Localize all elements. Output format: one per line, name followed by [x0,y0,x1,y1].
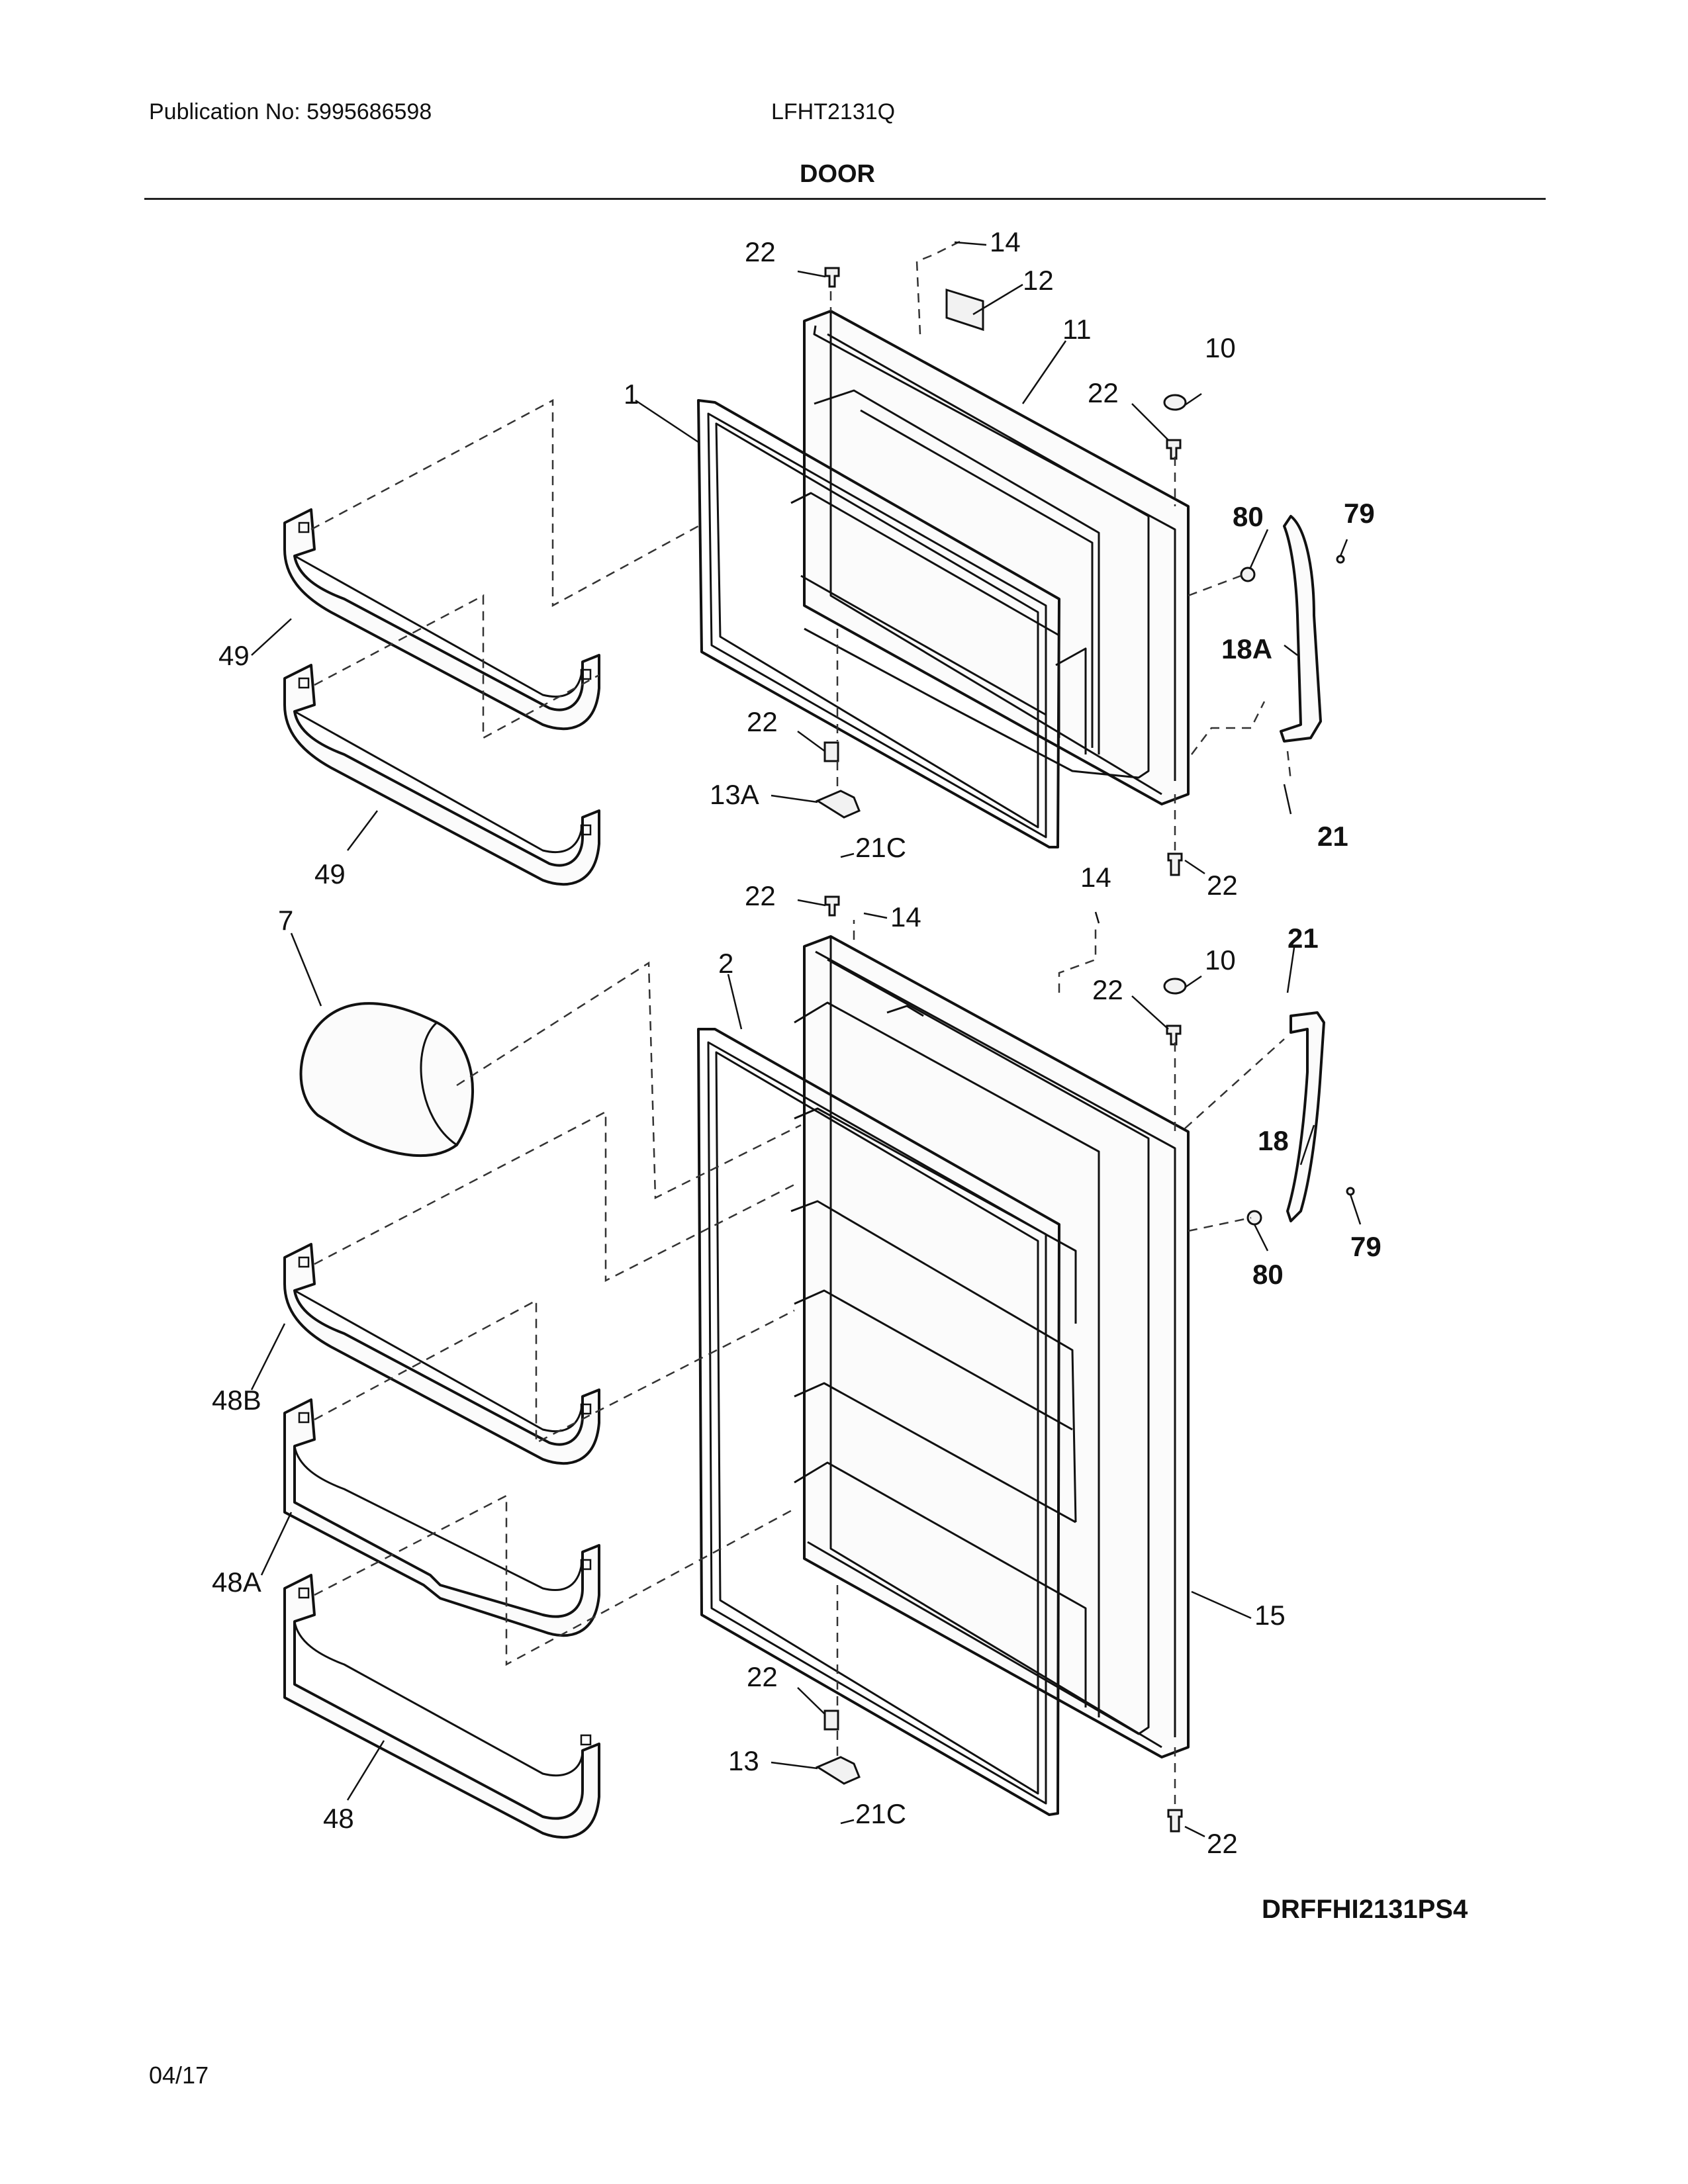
header-rule [144,198,1546,200]
part-label-plate [945,288,984,332]
screw-22 [1166,439,1182,460]
model-number: LFHT2131Q [771,99,896,124]
callout-22: 22 [1088,377,1119,408]
callout-18: 18 [1258,1125,1289,1156]
callout-21: 21 [1288,923,1319,954]
callout-22: 22 [1092,974,1123,1005]
callout-18a: 18A [1221,633,1272,664]
revision-date: 04/17 [149,2062,209,2089]
screw-22 [1167,852,1183,876]
callout-48b: 48B [212,1385,261,1416]
callout-1: 1 [624,379,639,410]
callout-13: 13 [728,1745,759,1776]
callout-21: 21 [1317,821,1348,852]
lower-hinge-13 [815,1756,861,1785]
callout-22: 22 [745,880,776,911]
callout-80: 80 [1252,1259,1284,1290]
bumper-80 [1240,567,1256,582]
callout-11: 11 [1062,314,1092,345]
callout-10: 10 [1205,944,1236,976]
fresh-food-door-gasket [697,1028,1060,1816]
callout-leaders [250,241,1362,1838]
hole-plug [1163,978,1187,995]
section-title: DOOR [800,160,875,188]
callout-48a: 48A [212,1567,261,1598]
door-bin-48b [283,1243,600,1465]
callout-12: 12 [1023,265,1054,296]
screw-79 [1336,555,1345,564]
fresh-food-door-handle [1286,1011,1325,1222]
door-shelf-49-lower [283,664,600,886]
hole-plug [1163,394,1187,411]
fresh-food-door-panel [803,935,1190,1758]
bumper-80 [1246,1210,1262,1226]
callout-14: 14 [1080,862,1111,893]
callout-22: 22 [1207,870,1238,901]
screw-79 [1346,1187,1355,1196]
screw-22 [824,895,840,917]
freezer-door-handle [1280,515,1322,743]
callout-22: 22 [745,236,776,267]
screw-22 [824,267,840,288]
diagram-code: DRFFHI2131PS4 [1262,1895,1468,1924]
callout-labels: 14 12 11 10 22 22 1 80 79 18A 21 22 13A … [212,226,1382,1859]
door-shelf-49-upper [283,508,600,731]
callout-21c: 21C [855,832,906,863]
callout-22: 22 [747,1661,778,1692]
callout-49: 49 [218,640,250,671]
callout-48: 48 [323,1803,354,1834]
callout-21c: 21C [855,1798,906,1829]
freezer-door-assembly [697,240,1345,876]
freezer-door-liner [804,333,1150,779]
lower-hinge-13a [815,790,861,819]
screw-22 [823,1709,839,1731]
screw-22 [1167,1809,1183,1833]
door-bin-48 [283,1574,600,1839]
callout-14: 14 [990,226,1021,257]
callout-80: 80 [1233,501,1264,532]
callout-7: 7 [278,905,293,936]
dairy-compartment-cover [299,1002,474,1158]
door-bin-48a [283,1398,600,1637]
callout-79: 79 [1350,1231,1382,1262]
callout-22: 22 [1207,1828,1238,1859]
callout-13a: 13A [710,779,759,810]
callout-79: 79 [1344,498,1375,529]
door-shelves [283,398,795,1839]
callout-14: 14 [890,901,921,933]
screw-22 [823,741,839,762]
callout-10: 10 [1205,332,1236,363]
callout-22: 22 [747,706,778,737]
screw-22 [1166,1024,1182,1046]
fresh-food-door-liner [807,958,1150,1735]
callout-49: 49 [314,858,346,889]
fresh-food-door-assembly [299,895,1355,1833]
freezer-door-gasket [697,399,1060,848]
callout-15: 15 [1254,1600,1286,1631]
callout-2: 2 [718,948,733,979]
publication-number: Publication No: 5995686598 [149,99,432,124]
